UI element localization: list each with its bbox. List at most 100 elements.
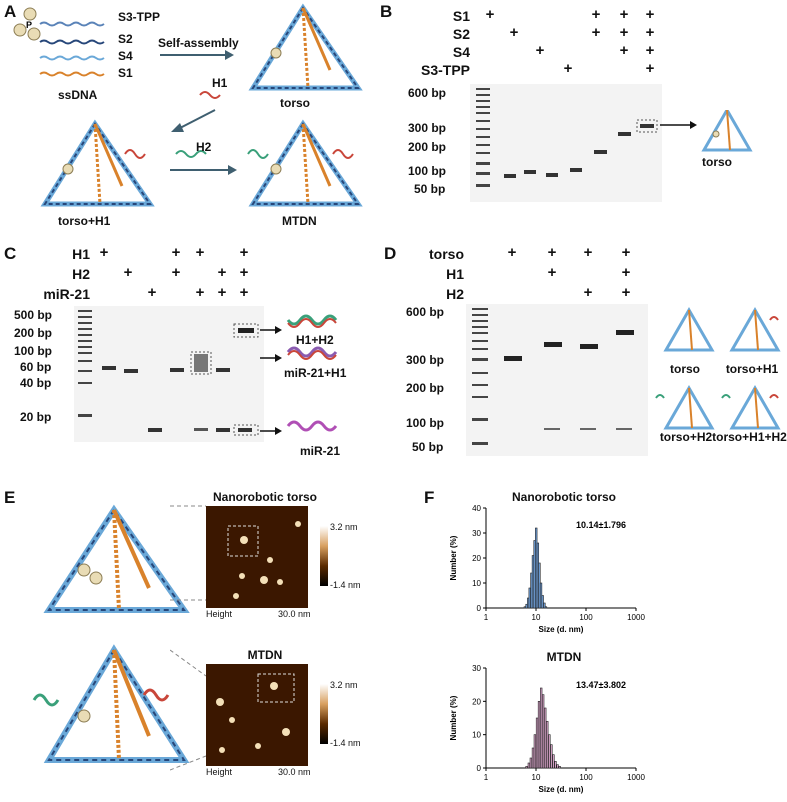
- e-height-bottom: Height: [206, 767, 233, 777]
- histogram-bar: [544, 606, 548, 609]
- c-label-mir21h1: miR-21+H1: [284, 366, 347, 380]
- d-label-torso: torso: [670, 362, 700, 376]
- h1-label: H1: [212, 76, 228, 90]
- d-row-label-h2: H2: [446, 286, 464, 302]
- e-scale-min-bottom: -1.4 nm: [330, 738, 361, 748]
- c-pointers: [260, 314, 338, 435]
- y-tick-label: 10: [472, 731, 481, 740]
- b-mark-r0-l5: +: [619, 6, 629, 23]
- c-mark-r2-l6: +: [239, 284, 249, 301]
- c-row-label-mir21: miR-21: [43, 286, 90, 302]
- d-row-label-torso: torso: [429, 246, 464, 262]
- d-label-torso-h2: torso+H2: [659, 430, 713, 444]
- svg-text:P: P: [26, 20, 32, 30]
- b-torso-pointer: [660, 110, 753, 152]
- strand-label-s3tpp: S3-TPP: [118, 10, 161, 24]
- c-ladder-500: 500 bp: [14, 308, 53, 322]
- c-mark-r1-l5: +: [217, 264, 227, 281]
- gel-d-bands: [472, 308, 634, 445]
- histogram-bar: [525, 766, 528, 769]
- c-ladder-200: 200 bp: [14, 326, 53, 340]
- strand-label-s1: S1: [118, 66, 133, 80]
- d-ladder-300: 300 bp: [406, 353, 445, 367]
- b-ladder-100: 100 bp: [408, 164, 447, 178]
- self-assembly-label: Self-assembly: [158, 36, 239, 50]
- b-mark-r0-l0: +: [485, 6, 495, 23]
- c-mark-r0-l4: +: [195, 244, 205, 261]
- c-mark-r1-l6: +: [239, 264, 249, 281]
- torso-icon: [701, 110, 753, 152]
- arrow-h1: [179, 109, 216, 129]
- y-tick-label: 30: [472, 529, 481, 538]
- c-mark-r2-l4: +: [195, 284, 205, 301]
- histogram-bar: [541, 595, 544, 609]
- e-scale-max-bottom: 3.2 nm: [330, 680, 358, 690]
- torso-icon: [663, 306, 715, 352]
- d-label-torso-h1h2: torso+H1+H2: [712, 430, 787, 444]
- strand-label-s2: S2: [118, 32, 133, 46]
- c-mark-r0-l6: +: [239, 244, 249, 261]
- d-mark-r0-l1: +: [547, 244, 557, 261]
- histogram-bar: [535, 717, 539, 769]
- band-s4: [546, 173, 558, 177]
- d-mark-r2-l2: +: [583, 284, 593, 301]
- b-mark-r2-l5: +: [619, 42, 629, 59]
- panel-a-schematic: P: [13, 3, 363, 207]
- x-tick-label: 1000: [627, 613, 645, 622]
- strand-s2: [39, 39, 105, 45]
- d-ladder-200: 200 bp: [406, 381, 445, 395]
- e-mtdn-tetrahedron-icon: [32, 644, 190, 763]
- d-mark-r0-l3: +: [621, 244, 631, 261]
- histogram-bar: [543, 602, 546, 609]
- y-tick-label: 40: [472, 504, 481, 513]
- histogram-bar: [533, 734, 537, 769]
- x-tick-label: 1: [484, 773, 489, 782]
- b-mark-r0-l6: +: [645, 6, 655, 23]
- panel-label-b: B: [380, 2, 393, 21]
- chart-annotation: 13.47±3.802: [576, 680, 626, 690]
- x-tick-label: 100: [579, 613, 593, 622]
- histogram-bar: [544, 707, 547, 769]
- b-row-label-s4: S4: [452, 44, 470, 60]
- histogram-bar: [529, 757, 533, 769]
- d-mark-r2-l3: +: [621, 284, 631, 301]
- e-scale-max-top: 3.2 nm: [330, 522, 358, 532]
- mtdn-label: MTDN: [282, 214, 317, 228]
- strand-label-s4: S4: [118, 49, 133, 63]
- e-scalebar-bottom: 30.0 nm: [278, 767, 311, 777]
- d-mark-r0-l2: +: [583, 244, 593, 261]
- b-row-label-s2: S2: [452, 26, 470, 42]
- c-mark-r1-l3: +: [171, 264, 181, 281]
- panel-label-d: D: [384, 244, 397, 263]
- b-row-label-s1: S1: [452, 8, 470, 24]
- gel-b-bands: [476, 88, 658, 187]
- e-scale-min-top: -1.4 nm: [330, 580, 361, 590]
- afm-colorbar-top: [320, 526, 328, 586]
- histogram-bar: [540, 687, 543, 769]
- y-tick-label: 0: [477, 764, 482, 773]
- band-s1s2: [594, 150, 607, 154]
- histogram-bar: [556, 764, 559, 769]
- c-ladder-40: 40 bp: [20, 376, 52, 390]
- gel-c-bands: [78, 310, 259, 436]
- histogram-bar: [541, 694, 545, 769]
- b-row-label-s3tpp: S3-TPP: [420, 62, 470, 78]
- x-tick-label: 10: [532, 613, 541, 622]
- c-mark-r0-l3: +: [171, 244, 181, 261]
- y-axis-label: Number (%): [449, 535, 458, 580]
- c-ladder-60: 60 bp: [20, 360, 52, 374]
- band-s1: [504, 174, 516, 178]
- d-mark-r0-l0: +: [507, 244, 517, 261]
- b-mark-r1-l5: +: [619, 24, 629, 41]
- c-mark-r2-l2: +: [147, 284, 157, 301]
- afm-image-mtdn: [206, 664, 308, 766]
- e-bottom-title: MTDN: [247, 648, 283, 662]
- f-top-title: Nanorobotic torso: [512, 490, 616, 504]
- histogram-bar: [527, 762, 531, 769]
- histogram-bar: [552, 754, 555, 769]
- panel-label-e: E: [4, 488, 16, 507]
- e-torso-tetrahedron-icon: [43, 504, 190, 613]
- h1h2-duplex-icon: [286, 314, 338, 326]
